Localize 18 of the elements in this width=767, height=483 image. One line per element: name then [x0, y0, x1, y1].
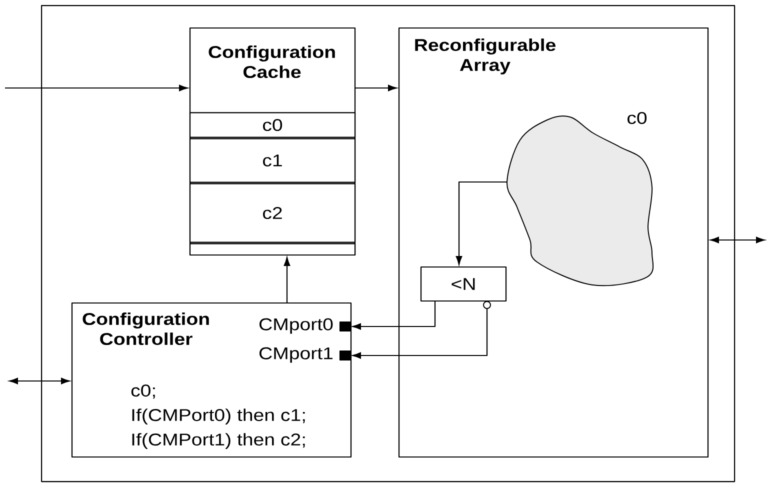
- arrow: [352, 301, 491, 359]
- configuration-blob: c0: [506, 112, 654, 286]
- arrow: [284, 257, 290, 303]
- arrow: [5, 84, 188, 92]
- node-label: CMport0: [259, 318, 333, 334]
- node-label: CMport1: [259, 347, 333, 363]
- cache-row: c0: [189, 112, 356, 138]
- cache-row: [189, 243, 356, 256]
- arrow: [9, 378, 70, 384]
- cache-row: c1: [189, 138, 356, 183]
- comparator-box: <N: [420, 266, 507, 302]
- arrow: [352, 301, 436, 330]
- arrow: [355, 84, 397, 92]
- arrow: [456, 181, 507, 265]
- system-box: [41, 5, 736, 482]
- port-square: CMport1: [259, 347, 351, 363]
- arrow: [710, 236, 765, 244]
- port-square: CMport0: [259, 318, 351, 334]
